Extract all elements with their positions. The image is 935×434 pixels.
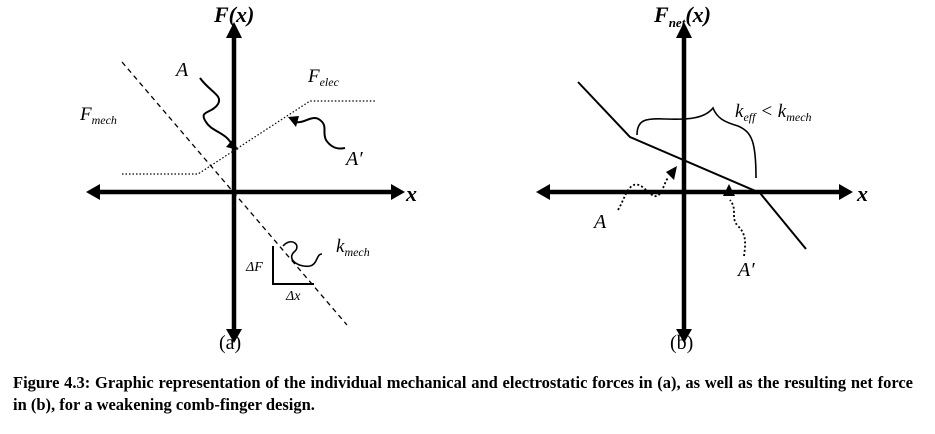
panel-b-x-arrow-left (536, 184, 550, 200)
squiggle-arrow-a-prime (295, 117, 346, 150)
panel-b-y-axis-label: Fnet(x) (653, 2, 711, 30)
arrowhead-a (226, 139, 238, 150)
k-eff-brace (636, 106, 757, 179)
squiggle-arrow-a (199, 77, 233, 146)
label-f-elec: Felec (307, 66, 340, 89)
panel-a-y-axis-label: F(x) (213, 2, 254, 27)
panel-a-x-arrow-left (86, 184, 100, 200)
figure-caption: Figure 4.3: Graphic representation of th… (13, 373, 913, 414)
slope-triangle (272, 246, 314, 285)
label-k-mech-k: k (336, 236, 345, 257)
label-k-eff-lt: < k (755, 101, 786, 122)
label-k-mech-sub: mech (344, 245, 369, 259)
panel-a-y-arrow-up (226, 22, 242, 38)
squiggle-arrow-b-a-prime (729, 199, 746, 257)
label-f-elec-f: F (307, 66, 320, 87)
label-f-mech-sub: mech (92, 113, 117, 127)
label-k-eff-sub: eff (743, 110, 757, 124)
panel-b-y-arrow-up (676, 22, 692, 38)
k-mech-brace (282, 241, 323, 268)
label-k-eff-mech-sub: mech (786, 110, 811, 124)
arrowhead-b-a (666, 166, 677, 180)
arrowhead-a-prime (288, 116, 299, 127)
label-delta-f: ΔF (245, 260, 263, 275)
panel-b-y-label-arg: (x) (685, 2, 711, 27)
f-mech-line (121, 61, 348, 326)
panel-b-y-arrow-down (676, 329, 692, 343)
panel-a-label: (a) (219, 332, 241, 354)
panel-b-y-label-f: F (653, 2, 669, 27)
panel-b-label: (b) (670, 332, 693, 354)
label-k-eff: keff < kmech (735, 101, 812, 124)
label-delta-x: Δx (285, 289, 301, 304)
label-b-a-prime: A′ (736, 259, 755, 281)
label-f-mech-f: F (79, 104, 92, 125)
panel-b: Fnet(x) x keff < kmech A A′ (b) (536, 2, 868, 354)
panel-b-y-label-sub: net (669, 15, 686, 30)
panel-a-y-arrow-down (226, 329, 242, 343)
f-net-line (577, 81, 807, 250)
panel-b-x-arrow-right (839, 184, 853, 200)
panel-a-x-arrow-right (391, 184, 405, 200)
panel-a-x-axis-label: x (405, 181, 417, 206)
panel-b-x-axis-label: x (856, 181, 868, 206)
panel-a: F(x) x A A′ Fmech Felec kmech ΔF Δx (a) (79, 2, 417, 354)
label-a: A (174, 59, 189, 81)
f-elec-line (122, 100, 375, 175)
arrowhead-b-a-prime (723, 184, 735, 196)
label-f-mech: Fmech (79, 104, 117, 127)
label-b-a: A (592, 211, 607, 233)
label-k-eff-k: k (735, 101, 744, 122)
label-k-mech: kmech (336, 236, 370, 259)
label-f-elec-sub: elec (320, 75, 340, 89)
label-a-prime: A′ (344, 148, 363, 170)
